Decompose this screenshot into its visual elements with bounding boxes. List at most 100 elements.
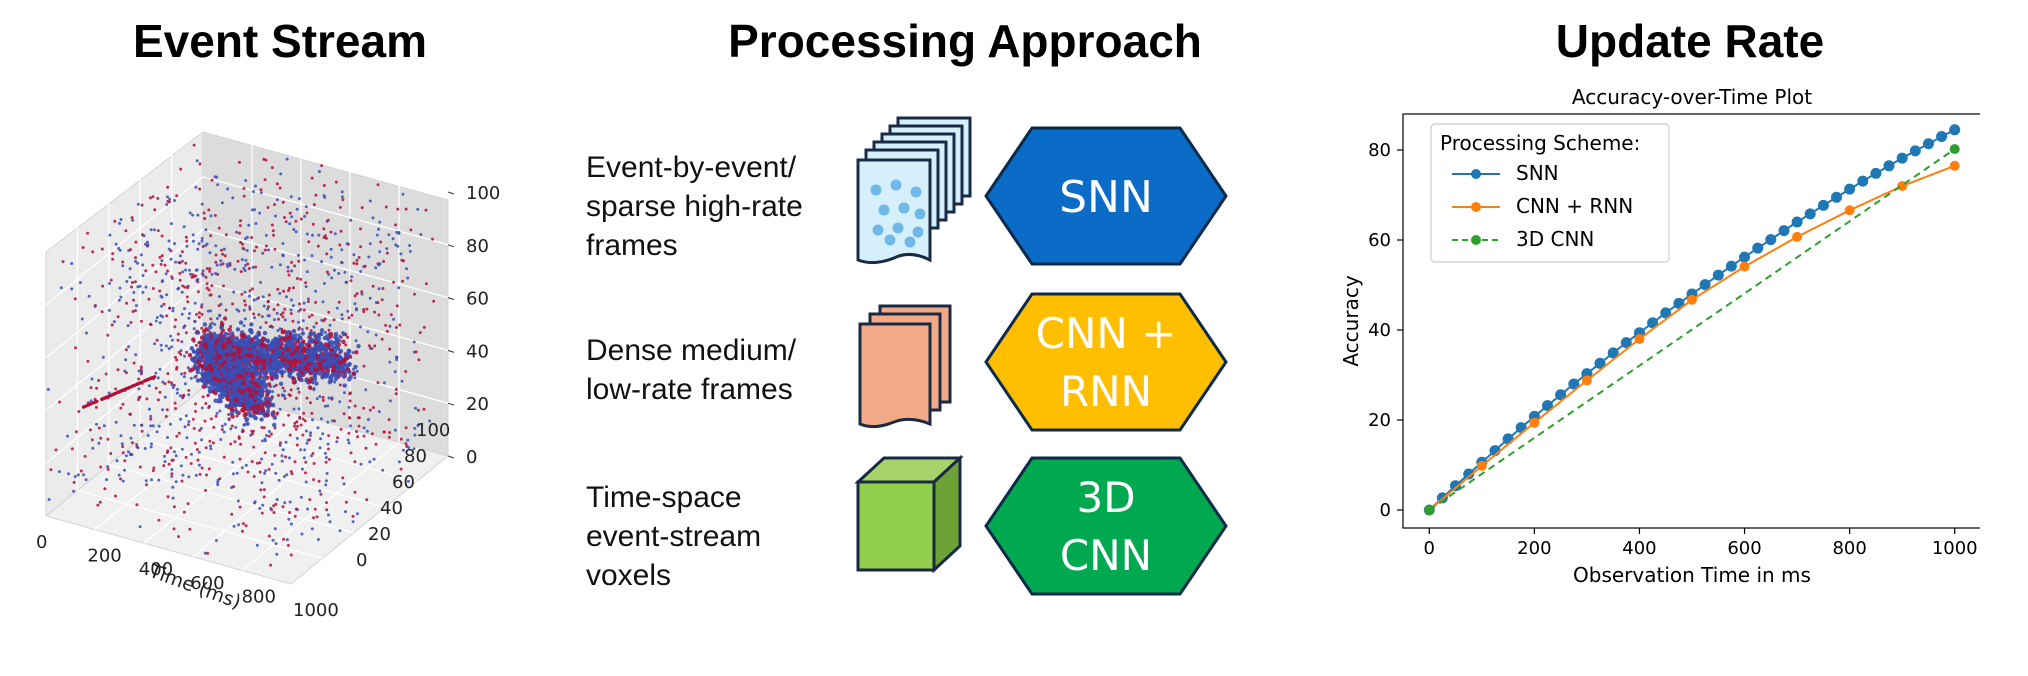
event-point — [244, 303, 247, 307]
series-point-snn — [1712, 269, 1724, 281]
event-point — [228, 403, 233, 408]
event-point — [191, 213, 195, 217]
event-point — [346, 242, 350, 246]
event-point — [119, 406, 123, 410]
event-point — [232, 373, 237, 379]
event-point — [311, 222, 315, 226]
event-point — [134, 256, 137, 260]
event-point — [158, 321, 162, 325]
event-point — [366, 330, 370, 334]
event-point — [362, 406, 366, 410]
event-point — [279, 370, 285, 375]
event-point — [393, 370, 397, 374]
event-point — [113, 219, 117, 223]
event-point — [108, 282, 111, 285]
event-point — [332, 349, 338, 354]
event-point — [290, 472, 294, 476]
event-point — [277, 478, 281, 482]
event-point — [323, 342, 328, 347]
event-point — [130, 285, 133, 289]
legend-marker-cnn-rnn — [1471, 202, 1481, 212]
event-point — [357, 424, 361, 428]
event-point — [298, 354, 303, 359]
event-point — [222, 360, 228, 365]
chart-y-tick-label: 0 — [1380, 500, 1391, 521]
event-point — [202, 211, 206, 215]
event-point — [209, 343, 215, 348]
event-point — [140, 429, 144, 433]
chart-x-tick-label: 400 — [1622, 538, 1656, 559]
event-point — [311, 452, 315, 455]
event-point — [220, 366, 225, 371]
event-point — [200, 326, 204, 330]
event-point — [323, 374, 329, 379]
event-point — [201, 349, 206, 354]
event-point — [195, 378, 201, 383]
event-point — [200, 305, 204, 309]
event-point — [174, 454, 178, 458]
event-point — [95, 422, 98, 426]
event-point — [350, 275, 354, 279]
event-point — [351, 520, 355, 524]
event-point — [377, 287, 381, 291]
event-point — [269, 432, 273, 436]
event-point — [232, 485, 236, 489]
event-point — [298, 335, 303, 341]
event-point — [186, 286, 190, 290]
event-point — [47, 498, 51, 501]
event-point — [305, 211, 309, 215]
event-point — [189, 462, 193, 465]
event-point — [70, 447, 74, 451]
event-point — [216, 354, 221, 359]
event-point — [334, 180, 338, 184]
event-point — [329, 347, 334, 353]
event-point — [290, 260, 293, 264]
event-point — [265, 409, 271, 414]
event-point — [180, 250, 184, 254]
event-point — [129, 248, 133, 252]
event-point — [86, 359, 90, 363]
event-point — [166, 372, 170, 376]
event-point — [204, 228, 208, 232]
event-point — [223, 422, 227, 426]
event-point — [67, 472, 70, 476]
event-point — [151, 195, 155, 199]
event-point — [192, 275, 196, 279]
event-point — [351, 371, 356, 376]
event-point — [321, 300, 325, 304]
event-point — [252, 410, 257, 415]
event-point — [291, 304, 295, 308]
event-point — [280, 374, 284, 378]
event-point — [95, 399, 99, 403]
event-point — [349, 451, 353, 455]
event-point — [121, 445, 125, 449]
event-point — [374, 301, 378, 304]
event-point — [215, 263, 219, 267]
event-point — [283, 318, 287, 322]
event-point — [188, 527, 192, 531]
event-point — [301, 433, 305, 437]
event-point — [332, 318, 336, 322]
event-point — [242, 347, 247, 353]
event-point — [288, 500, 292, 504]
event-point — [164, 344, 168, 348]
event-point — [314, 289, 318, 293]
event-point — [281, 394, 285, 398]
event-point — [342, 383, 347, 388]
event-point — [392, 280, 396, 284]
event-point — [131, 281, 134, 284]
event-point — [255, 543, 259, 547]
event-point — [229, 331, 235, 336]
event-point — [339, 427, 343, 431]
event-point — [87, 294, 91, 298]
event-point — [198, 472, 202, 476]
event-point — [368, 296, 372, 300]
event-point — [416, 207, 420, 211]
event-point — [90, 377, 94, 381]
event-point — [340, 190, 344, 194]
event-point — [72, 489, 76, 493]
event-point — [167, 239, 171, 243]
event-point — [149, 424, 153, 428]
event-point — [87, 403, 91, 407]
event-point — [343, 270, 347, 274]
